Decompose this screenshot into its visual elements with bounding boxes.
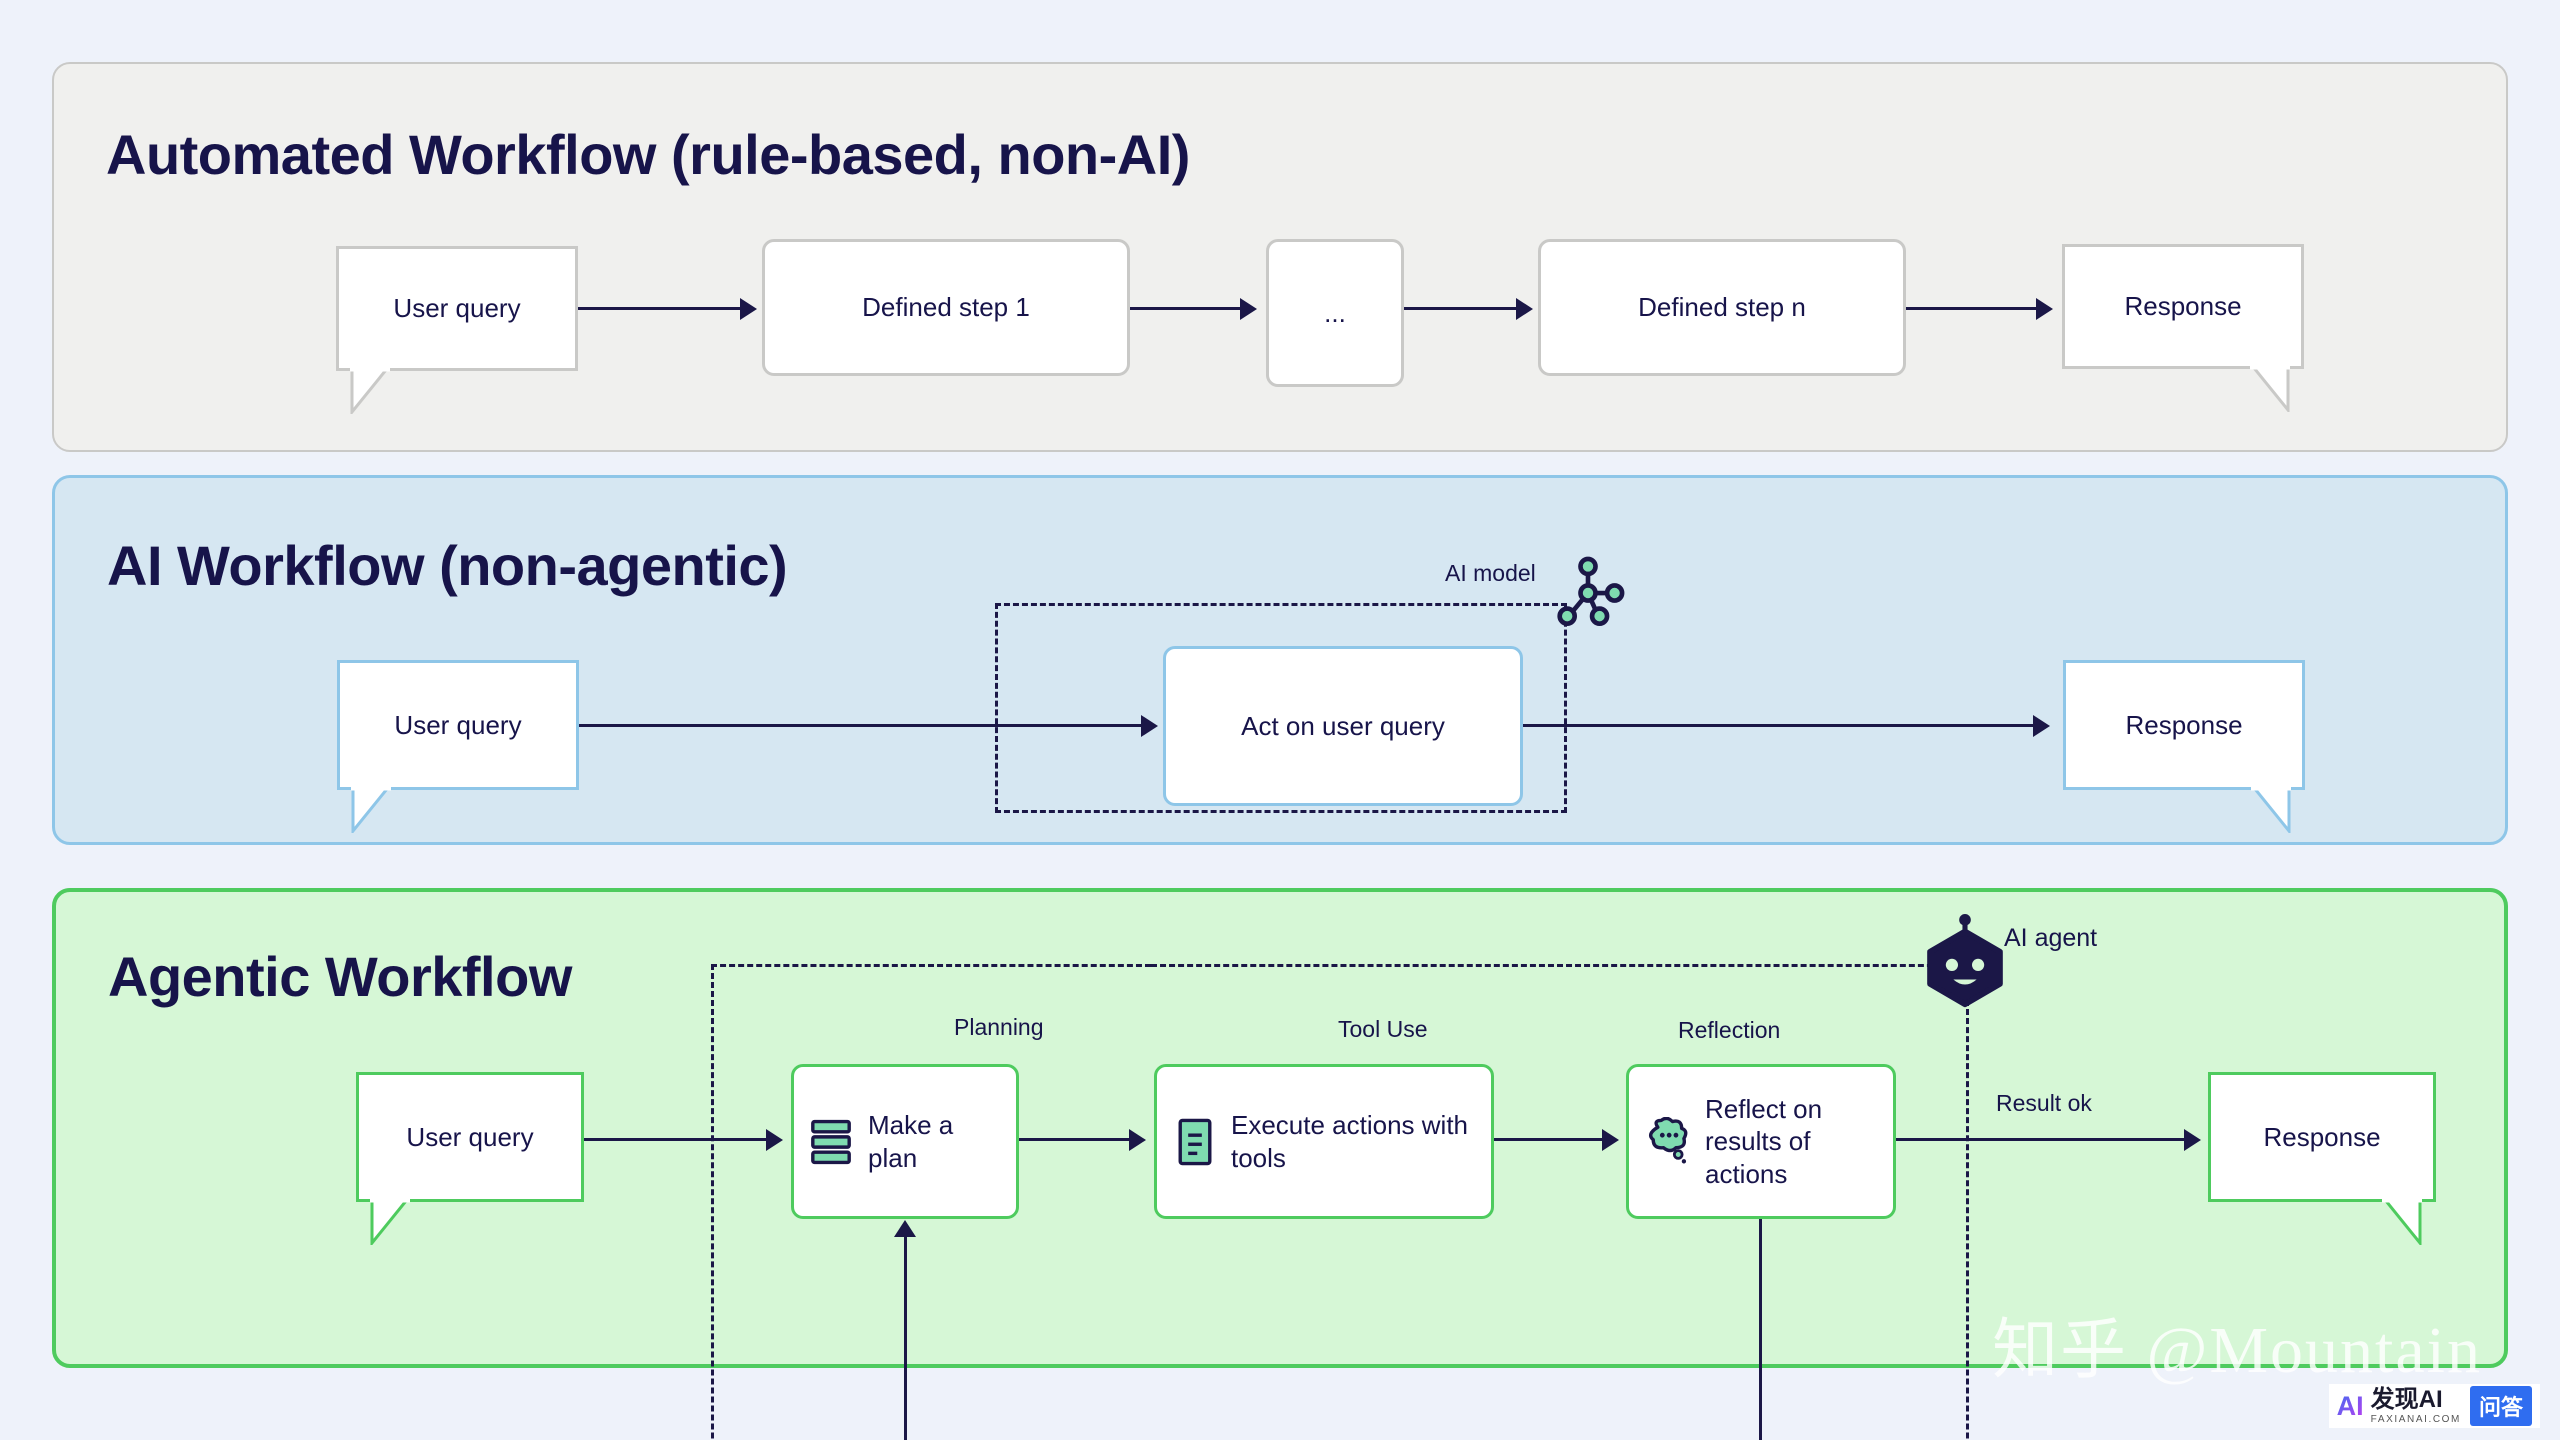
document-lines-icon-slot [1175, 1117, 1215, 1167]
arrowhead-ag-2 [1129, 1129, 1146, 1151]
caption-reflection: Reflection [1678, 1017, 1781, 1043]
panel-title-agentic: Agentic Workflow [108, 945, 572, 1008]
thought-bubble-icon [1648, 1116, 1688, 1163]
node-reflect-on-results: Reflect on results of actions [1626, 1064, 1896, 1219]
arrowhead-ag-1 [766, 1129, 783, 1151]
node-user-query-agentic-label: User query [356, 1072, 584, 1202]
node-act-on-user-query: Act on user query [1163, 646, 1523, 806]
ai-model-label: AI model [1445, 560, 1536, 586]
arrowhead-ai-1 [1141, 715, 1158, 737]
arrowhead-result-ok [2184, 1129, 2201, 1151]
ai-agent-boundary-top-right [1151, 964, 1969, 967]
arrowhead-1 [740, 298, 757, 320]
node-execute-actions-label: Execute actions with tools [1231, 1110, 1469, 1173]
watermark-text: 知乎 @Mountain [1992, 1314, 2482, 1387]
node-make-a-plan: Make a plan [791, 1064, 1019, 1219]
speech-tail-icon [2382, 1199, 2422, 1245]
ai-agent-boundary-right [1966, 964, 1969, 1440]
node-ellipsis: ... [1266, 239, 1404, 387]
node-reflect-on-results-label: Reflect on results of actions [1705, 1093, 1823, 1189]
node-ellipsis-label: ... [1324, 297, 1346, 328]
node-user-query-ai-label: User query [337, 660, 579, 790]
panel-automated-workflow: Automated Workflow (rule-based, non-AI) … [52, 62, 2508, 452]
badge-qa: 问答 [2469, 1386, 2532, 1426]
caption-tool-use: Tool Use [1338, 1016, 1428, 1042]
connector-ag-3 [1494, 1138, 1602, 1141]
arrowhead-3 [1516, 298, 1533, 320]
badge-cn-block: 发现AI FAXIANAI.COM [2370, 1385, 2461, 1425]
panel-ai-workflow: AI Workflow (non-agentic) AI model User … [52, 475, 2508, 845]
speech-tail-icon [370, 1199, 410, 1245]
node-response-agentic: Response [2208, 1072, 2436, 1245]
connector-4 [1906, 307, 2036, 310]
speech-tail-icon [2251, 787, 2291, 833]
node-user-query-automated: User query [336, 246, 578, 414]
connector-3 [1404, 307, 1516, 310]
connector-ag-1 [584, 1138, 766, 1141]
node-response-automated-label: Response [2062, 244, 2304, 369]
node-defined-step-n: Defined step n [1538, 239, 1906, 376]
node-user-query-agentic: User query [356, 1072, 584, 1245]
stacked-layers-icon-slot [808, 1117, 854, 1167]
connector-result-ok [1896, 1138, 2184, 1141]
node-act-on-user-query-label: Act on user query [1241, 710, 1445, 741]
ai-agent-boundary-top-left [711, 964, 1151, 967]
caption-planning: Planning [954, 1014, 1044, 1040]
node-defined-step-1-label: Defined step 1 [862, 292, 1030, 323]
connector-ai-1 [579, 724, 1141, 727]
node-defined-step-1: Defined step 1 [762, 239, 1130, 376]
panel-agentic-workflow: Agentic Workflow AI agent Planning Tool … [52, 888, 2508, 1440]
arrowhead-ag-3 [1602, 1129, 1619, 1151]
ai-agent-boundary-left [711, 964, 714, 1440]
connector-2 [1130, 307, 1240, 310]
node-execute-actions: Execute actions with tools [1154, 1064, 1494, 1219]
ai-model-boundary [995, 603, 1567, 813]
connector-ag-2 [1019, 1138, 1129, 1141]
node-response-ai-label: Response [2063, 660, 2305, 790]
arrowhead-ai-2 [2033, 715, 2050, 737]
arrowhead-2 [1240, 298, 1257, 320]
badge-cn-sub: FAXIANAI.COM [2370, 1413, 2461, 1425]
ai-agent-label: AI agent [2004, 924, 2098, 952]
speech-tail-icon [350, 368, 390, 414]
node-user-query-automated-label: User query [336, 246, 578, 371]
arrowhead-4 [2036, 298, 2053, 320]
node-response-agentic-label: Response [2208, 1072, 2436, 1202]
document-lines-icon [1178, 1118, 1212, 1165]
node-response-automated: Response [2062, 244, 2304, 412]
thought-bubble-icon-slot [1643, 1116, 1693, 1167]
node-response-ai: Response [2063, 660, 2305, 833]
badge-ai-mark: AI [2336, 1390, 2364, 1421]
connector-ai-2 [1523, 724, 2033, 727]
footer-badge: AI 发现AI FAXIANAI.COM 问答 [2328, 1384, 2540, 1428]
node-user-query-ai: User query [337, 660, 579, 833]
loopback-up-segment [904, 1237, 907, 1440]
panel-title-automated: Automated Workflow (rule-based, non-AI) [106, 123, 1190, 186]
speech-tail-icon [351, 787, 391, 833]
node-make-a-plan-label: Make a plan [868, 1110, 954, 1173]
robot-head-icon [1927, 914, 2003, 1008]
badge-cn-main: 发现AI [2370, 1385, 2443, 1413]
connector-1 [578, 307, 740, 310]
edge-label-result-ok: Result ok [1996, 1090, 2092, 1116]
panel-title-ai: AI Workflow (non-agentic) [107, 534, 788, 597]
network-nodes-icon [1557, 556, 1625, 626]
arrowhead-loopback [894, 1220, 916, 1237]
stacked-layers-icon [811, 1119, 851, 1164]
loopback-down-segment [1759, 1219, 1762, 1440]
node-defined-step-n-label: Defined step n [1638, 292, 1806, 323]
speech-tail-icon [2250, 366, 2290, 412]
